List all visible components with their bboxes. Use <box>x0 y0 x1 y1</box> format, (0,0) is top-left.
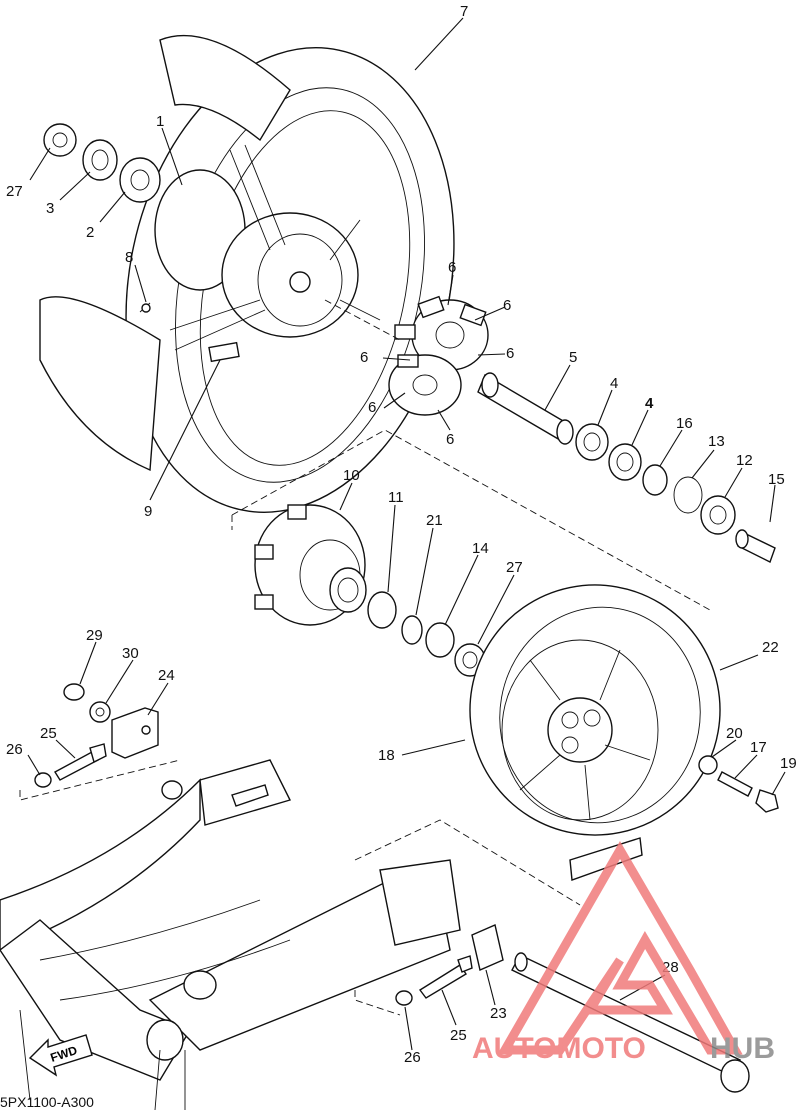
drive-pulley <box>469 584 721 881</box>
logo-mark <box>497 841 743 1055</box>
forward-arrow: FWD <box>28 1034 93 1077</box>
callout-21: 21 <box>426 512 443 529</box>
assembly-guide-line <box>231 429 711 611</box>
callout-8: 8 <box>125 249 133 266</box>
axle-collar-and-bearings <box>477 372 776 563</box>
callout-5: 5 <box>569 349 577 366</box>
callout-29: 29 <box>86 627 103 644</box>
callout-3: 3 <box>46 200 54 217</box>
callout-26: 26 <box>404 1049 421 1066</box>
callout-20: 20 <box>726 725 743 742</box>
callout-26: 26 <box>6 741 23 758</box>
damper-cushions <box>388 295 489 416</box>
callout-14: 14 <box>472 540 489 557</box>
callout-25: 25 <box>450 1027 467 1044</box>
callout-1: 1 <box>156 113 164 130</box>
callout-30: 30 <box>122 645 139 662</box>
watermark-brand-primary: AUTOMOTO <box>472 1032 646 1065</box>
assembly-guide-line <box>354 990 401 1016</box>
callout-22: 22 <box>762 639 779 656</box>
assembly-guide-line <box>324 299 401 341</box>
callout-7: 7 <box>460 3 468 20</box>
chain-adjuster-right <box>395 924 504 1006</box>
callout-4: 4 <box>645 395 654 412</box>
chain-adjuster-left <box>34 683 159 788</box>
callout-23: 23 <box>490 1005 507 1022</box>
callout-13: 13 <box>708 433 725 450</box>
leader-lines <box>27 17 786 1051</box>
callout-15: 15 <box>768 471 785 488</box>
callout-18: 18 <box>378 747 395 764</box>
assembly-guide-line <box>354 819 581 906</box>
callout-12: 12 <box>736 452 753 469</box>
callout-19: 19 <box>780 755 797 772</box>
callout-4: 4 <box>610 375 618 392</box>
drawing-code: 5PX1100-A300 <box>0 1094 94 1110</box>
callout-11: 11 <box>388 489 404 506</box>
callout-9: 9 <box>144 503 152 520</box>
pulley-bolts <box>698 755 779 813</box>
callout-2: 2 <box>86 224 94 241</box>
callout-labels: 7 1 27 3 2 8 9 6 6 6 6 6 6 5 4 4 16 13 1… <box>6 3 797 1066</box>
rear-axle <box>511 952 750 1093</box>
callout-10: 10 <box>343 467 360 484</box>
callout-17: 17 <box>750 739 767 756</box>
callout-6: 6 <box>506 345 514 362</box>
callout-6: 6 <box>360 349 368 366</box>
callout-6: 6 <box>503 297 511 314</box>
callout-24: 24 <box>158 667 175 684</box>
pulley-hub <box>254 504 486 677</box>
rear-wheel <box>39 34 455 513</box>
callout-27: 27 <box>6 183 23 200</box>
callout-16: 16 <box>676 415 693 432</box>
callout-25: 25 <box>40 725 57 742</box>
callout-6: 6 <box>368 399 376 416</box>
swingarm <box>0 759 461 1110</box>
left-bearings <box>43 123 240 363</box>
callout-27: 27 <box>506 559 523 576</box>
callout-6: 6 <box>446 431 454 448</box>
watermark-brand-secondary: HUB <box>710 1032 775 1065</box>
automotohub-watermark: AUTOMOTO HUB <box>472 841 775 1065</box>
assembly-guide-line <box>19 759 181 801</box>
callout-6: 6 <box>448 259 456 276</box>
